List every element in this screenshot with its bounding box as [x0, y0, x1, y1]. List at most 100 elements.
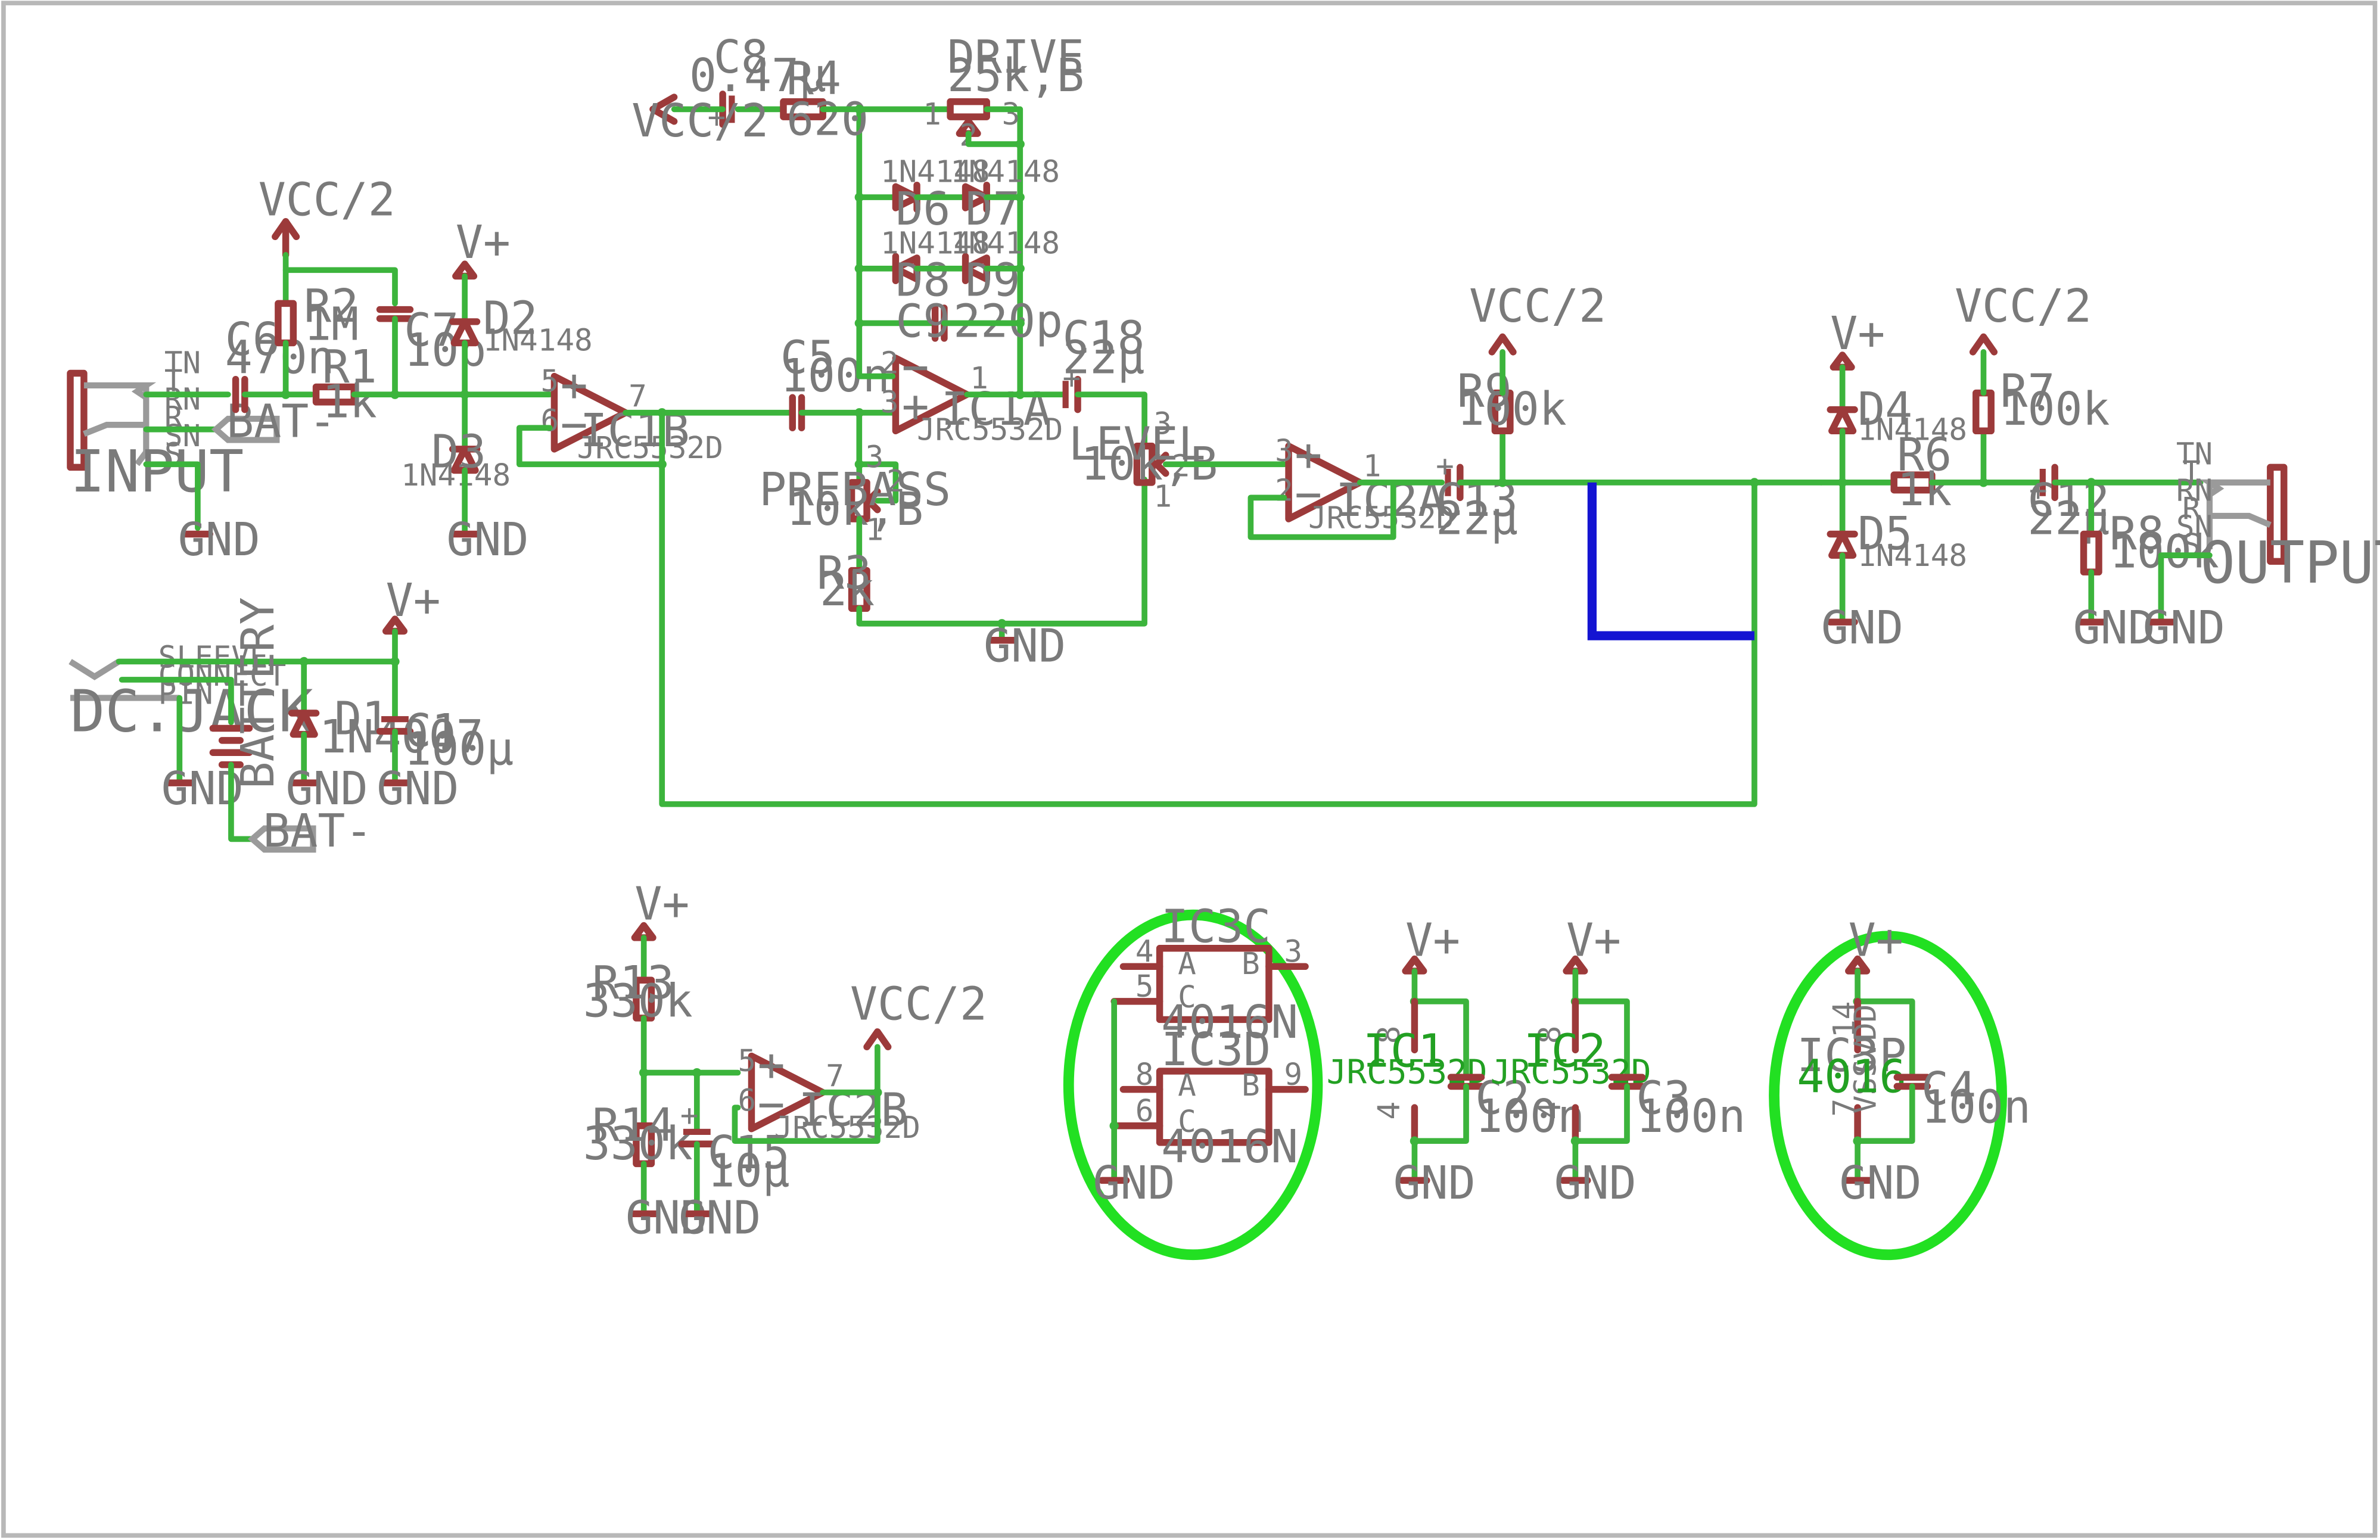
output-pin-t: T: [2182, 455, 2201, 490]
svg-text:R3: R3: [817, 547, 872, 600]
vplus-label-r13: V+: [631, 878, 689, 941]
svg-text:8: 8: [1533, 1026, 1568, 1044]
svg-text:D3: D3: [431, 425, 486, 478]
svg-text:10k,B: 10k,B: [786, 483, 923, 536]
highlight-ic3-switches: [1063, 909, 1323, 1261]
svg-text:3: 3: [1284, 935, 1302, 970]
gnd-ic3p: GND: [1840, 1157, 1922, 1210]
svg-text:V+: V+: [634, 878, 689, 931]
battery: BATTERY: [209, 597, 285, 789]
svg-text:1N4148: 1N4148: [881, 155, 990, 190]
output-pin-sn: SN: [2176, 510, 2213, 545]
svg-text:D4: D4: [1858, 383, 1912, 436]
diode-d9: 1N4148 D9: [950, 226, 1060, 307]
svg-text:3: 3: [865, 440, 883, 475]
svg-text:V+: V+: [1405, 914, 1460, 967]
vplus-label-ic2: V+: [1563, 914, 1621, 975]
svg-text:7: 7: [1827, 1099, 1862, 1117]
input-pin-rn: RN: [164, 382, 201, 418]
svg-text:V+: V+: [386, 574, 441, 627]
svg-text:+: +: [758, 1038, 785, 1091]
vplus-label-ic1: V+: [1402, 914, 1460, 975]
svg-text:+: +: [1295, 429, 1322, 482]
capacitor-c1: C1 100µ: [376, 705, 514, 776]
svg-text:GND: GND: [178, 514, 260, 567]
svg-text:3: 3: [881, 385, 899, 421]
resistor-r13: R13 330k: [583, 957, 693, 1028]
svg-text:9: 9: [1284, 1057, 1302, 1093]
svg-text:C15: C15: [708, 1127, 790, 1180]
svg-text:VDD: VDD: [1849, 1004, 1884, 1059]
svg-text:GND: GND: [1554, 1157, 1637, 1210]
capacitor-c5: C5 100n: [780, 332, 890, 431]
svg-text:1k: 1k: [322, 375, 377, 428]
svg-text:JRC5532D: JRC5532D: [577, 431, 723, 466]
capacitor-c2: C2 100n: [1447, 1072, 1585, 1143]
vcc2-label-ic2b: VCC/2: [850, 978, 987, 1051]
svg-text:R7: R7: [2000, 365, 2055, 418]
svg-text:C9: C9: [895, 295, 950, 348]
svg-text:DRIVE: DRIVE: [947, 31, 1084, 84]
svg-text:3: 3: [1002, 97, 1021, 132]
svg-text:0.47µ: 0.47µ: [689, 49, 826, 102]
svg-text:B: B: [1242, 947, 1260, 982]
svg-text:IC3C: IC3C: [1161, 901, 1271, 954]
svg-text:VSS: VSS: [1849, 1059, 1884, 1113]
gnd-d5: GND: [1821, 602, 1903, 655]
svg-text:GND: GND: [1821, 602, 1903, 655]
svg-text:C4: C4: [1921, 1063, 1976, 1116]
gnd-ic2: GND: [1554, 1157, 1637, 1210]
svg-text:JRC5532D: JRC5532D: [1308, 500, 1454, 536]
svg-text:3: 3: [1153, 406, 1172, 441]
svg-text:VCC/2: VCC/2: [850, 978, 987, 1031]
svg-text:D1: D1: [334, 693, 389, 746]
svg-text:JRC5532D: JRC5532D: [917, 413, 1063, 448]
resistor-r4: R4 620: [780, 52, 869, 147]
svg-text:5: 5: [1135, 969, 1154, 1004]
svg-text:2: 2: [1275, 473, 1293, 508]
svg-text:25k,B: 25k,B: [947, 49, 1084, 102]
svg-text:R13: R13: [592, 957, 674, 1010]
svg-text:GND: GND: [1393, 1157, 1476, 1210]
resistor-r1: R1 1k: [312, 341, 377, 428]
switch-ic3d: IC3D 4016N A B C 8 9 6: [1110, 1023, 1309, 1174]
svg-text:BATTERY: BATTERY: [232, 597, 285, 789]
output-label: OUTPUT: [2201, 529, 2380, 596]
gnd-ic1: GND: [984, 620, 1066, 673]
input-pin-tn: TN: [164, 346, 201, 381]
svg-text:100n: 100n: [1475, 1090, 1585, 1143]
svg-text:D7: D7: [966, 183, 1021, 236]
svg-text:+: +: [708, 100, 726, 135]
svg-text:VCC/2: VCC/2: [1469, 280, 1606, 333]
svg-text:C3: C3: [1636, 1072, 1691, 1125]
svg-text:10µ: 10µ: [708, 1145, 790, 1198]
svg-text:GND: GND: [679, 1192, 761, 1245]
bus-line: [1587, 482, 1754, 640]
input-pin-sn: SN: [164, 419, 201, 454]
svg-text:R6: R6: [1897, 429, 1952, 482]
svg-text:22µ: 22µ: [1063, 332, 1145, 385]
svg-text:GND: GND: [447, 514, 529, 567]
svg-text:8: 8: [1372, 1026, 1407, 1044]
svg-text:A: A: [1178, 947, 1196, 982]
svg-text:5: 5: [738, 1044, 757, 1079]
svg-text:7: 7: [826, 1059, 844, 1094]
diode-d5: D5 1N4148: [1827, 508, 1967, 574]
svg-text:D8: D8: [895, 254, 950, 307]
svg-text:4016N: 4016N: [1161, 996, 1298, 1049]
svg-text:+: +: [1063, 361, 1081, 396]
svg-text:620: 620: [786, 94, 869, 147]
gnd-input: GND: [178, 514, 260, 567]
resistor-r3: R3 2k: [817, 547, 875, 617]
capacitor-c7: C7 10p: [376, 304, 486, 377]
svg-text:R1: R1: [322, 341, 377, 394]
diode-d2: D2 1N4148: [449, 292, 593, 358]
svg-text:R4: R4: [786, 52, 841, 105]
svg-text:100µ: 100µ: [404, 723, 514, 776]
gnd-c1: GND: [377, 763, 459, 816]
svg-text:R8: R8: [2110, 508, 2164, 561]
svg-text:GND: GND: [2143, 602, 2225, 655]
svg-text:C5: C5: [780, 332, 835, 385]
